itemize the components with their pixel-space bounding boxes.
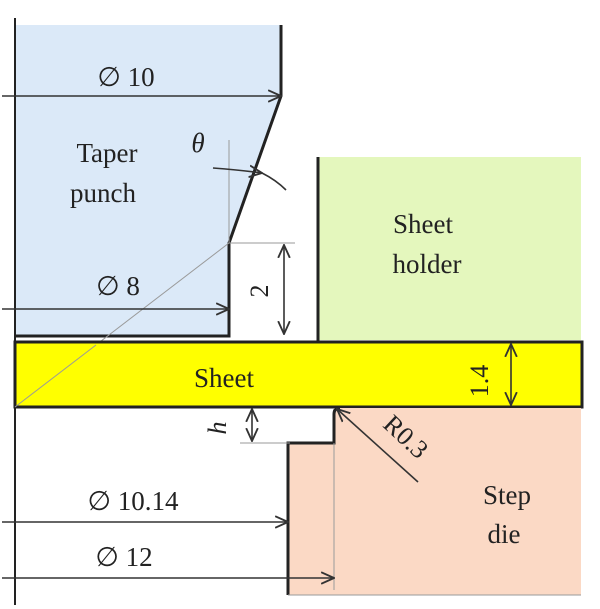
die-label-line2: die bbox=[488, 519, 521, 549]
taper-punch-body bbox=[15, 25, 281, 336]
taper-angle-arc-tail bbox=[261, 172, 287, 191]
punch-label-line2: punch bbox=[70, 178, 136, 208]
holder-label-line1: Sheet bbox=[393, 209, 453, 239]
taper-angle-arc bbox=[212, 168, 262, 173]
punch-outer-diameter-label: ∅ 10 bbox=[97, 62, 154, 92]
step-height-label: h bbox=[203, 422, 232, 435]
die-radius-leader-line bbox=[337, 409, 419, 483]
sheet-body bbox=[13, 340, 584, 409]
sheet-diagonal-construction-line bbox=[14, 344, 97, 408]
straight-length-label: 2 bbox=[245, 285, 274, 298]
die-label-line1: Step bbox=[483, 480, 531, 510]
punch-tip-diameter-label: ∅ 8 bbox=[96, 271, 140, 301]
sheet-holder-body bbox=[318, 157, 581, 340]
sheet-label: Sheet bbox=[194, 363, 254, 393]
punch-label-line1: Taper bbox=[76, 138, 137, 168]
step-die-body bbox=[288, 408, 581, 595]
taper-angle-label: θ bbox=[191, 128, 204, 158]
die-outer-diameter-label: ∅ 12 bbox=[95, 542, 152, 572]
die-step-diameter-label: ∅ 10.14 bbox=[87, 486, 179, 516]
holder-label-line2: holder bbox=[393, 249, 462, 279]
sheet-thickness-label: 1.4 bbox=[465, 365, 494, 398]
